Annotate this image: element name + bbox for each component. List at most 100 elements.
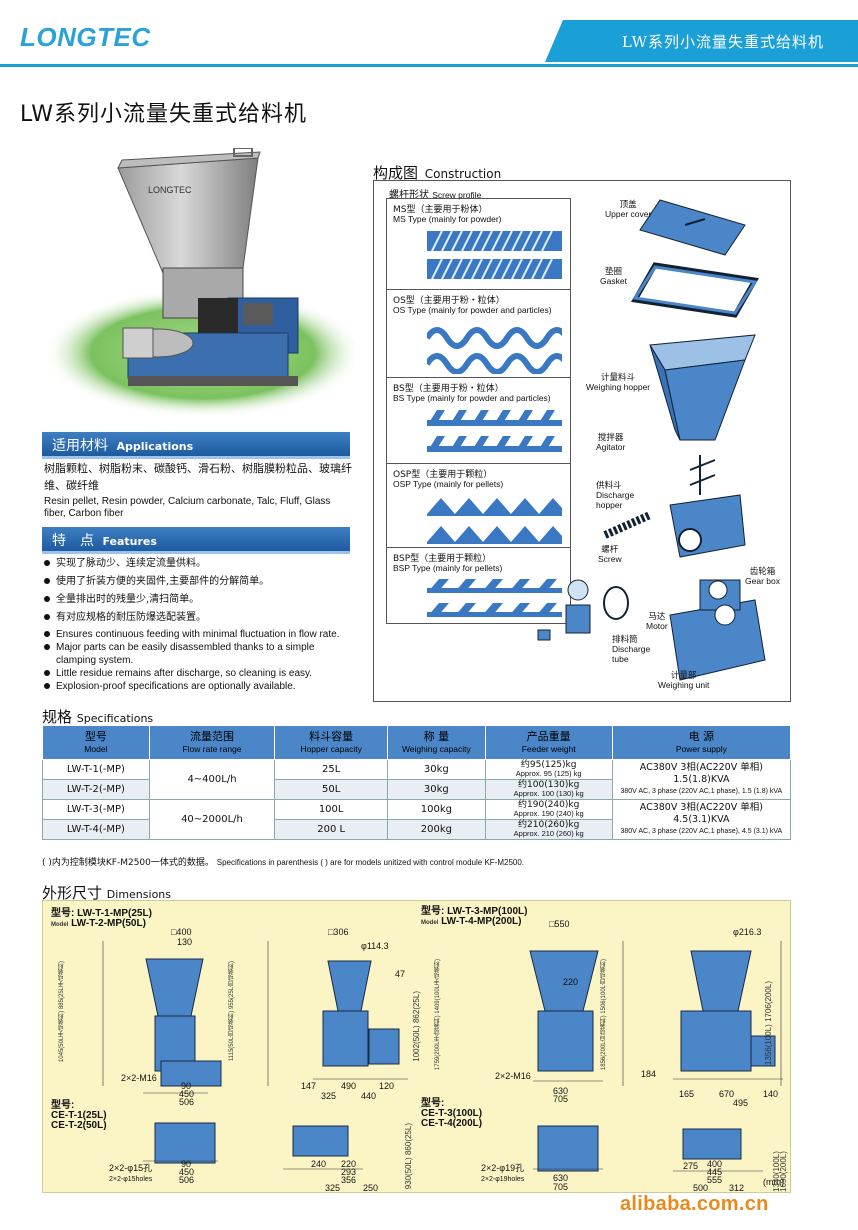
spec-note: ( )内为控制模块KF-M2500一体式的数据。 Specifications … [42,855,524,868]
specifications-title-en: Specifications [76,712,154,725]
dim-label: □400 [171,927,192,937]
cell-hopper: 50L [274,779,389,800]
dim-label: 450 [179,1167,195,1177]
cell-weighing: 30kg [387,759,486,780]
screw-label-cn: BS型（主要用于粉・粒体） [393,384,504,394]
dim-label: 120 [379,1081,395,1091]
applications-title-cn: 适用材料 [52,438,108,454]
screw-bsp-graphic [427,579,562,617]
dim-label: 500 [693,1183,709,1193]
features-title-cn: 特 点 [52,533,94,549]
screw-title-en: Screw profile [432,190,482,200]
screw-title-cn: 螺杆形状 [389,190,429,201]
screw-osp-graphic [427,498,562,544]
dim-label: 250 [363,1183,379,1193]
screw-item-osp: OSP型（主要用于颗粒） OSP Type (mainly for pellet… [387,463,570,547]
dimensions-title-en: Dimensions [106,888,171,901]
dim-label: 400 [707,1159,723,1169]
screw-item-bs: BS型（主要用于粉・粒体） BS Type (mainly for powder… [387,377,570,463]
dim-vertical-label: 1045(50L手动装料) 885(25L手动装料) [59,961,65,1063]
features-bar: 特 点 Features [42,527,350,554]
cell-flow: 40~2000L/h [148,799,276,840]
watermark: alibaba.com.cn [620,1193,769,1215]
dim-vertical-label: 930(50L) 860(25L) [404,1123,413,1190]
feature-item-en: Ensures continuous feeding with minimal … [44,628,354,641]
feature-item-cn: 有对应规格的耐压防爆选配装置。 [44,611,354,624]
dim-vertical-label: 1856(200L自动装料) 1506(100L自动装料) [601,959,607,1071]
feature-item-cn: 实现了脉动少、连续定流量供料。 [44,557,354,570]
applications-bar: 适用材料 Applications [42,432,350,459]
exploded-view-diagram [537,199,766,681]
screw-label-en: OSP Type (mainly for pellets) [393,479,504,489]
spec-note-cn: ( )内为控制模块KF-M2500一体式的数据。 [42,858,214,868]
spec-note-en: Specifications in parenthesis ( ) are fo… [216,858,525,867]
cell-weighing: 200kg [387,819,486,840]
dimensions-title-cn: 外形尺寸 [42,884,103,902]
specifications-title: 规格 Specifications [42,706,153,727]
feature-item-en: Little residue remains after discharge, … [44,667,354,680]
dim-label: 506 [179,1097,195,1107]
dim-label: 440 [361,1091,377,1101]
photo-brand-label: LONGTEC [148,185,192,195]
machine-photo: LONGTEC [43,148,356,418]
cell-model: LW-T-1(-MP) [42,759,150,780]
cell-model: LW-T-4(-MP) [42,819,150,840]
screw-label-en: BSP Type (mainly for pellets) [393,563,503,573]
series-label: LW系列小流量失重式给料机 [621,33,824,51]
dim-vertical-label: 1356(100L) 1706(200L) [764,981,773,1066]
dim-label: 705 [553,1094,569,1104]
screw-label-en: BS Type (mainly for powder and particles… [393,393,551,403]
features-title-en: Features [102,535,157,548]
construction-title-cn: 构成图 [373,164,419,182]
cell-hopper: 200 L [274,819,389,840]
dim-label: 275 [683,1161,699,1171]
dim-label: 240 [311,1159,327,1169]
screw-profile-title: 螺杆形状 Screw profile [389,186,481,201]
feature-item-en: Explosion-proof specifications are optio… [44,680,354,693]
table-row: LW-T-1(-MP) 4~400L/h 25L 30kg 约95(125)kg… [42,759,792,800]
dim-vertical-label: 1340(100L) 1690(200L) [772,1151,788,1192]
dimensions-title: 外形尺寸 Dimensions [42,882,171,903]
dim-label: 325 [321,1091,337,1101]
dim-group1-models: 型号: LW-T-1-MP(25L) Model LW-T-2-MP(50L) [51,908,152,929]
specifications-title-cn: 规格 [42,708,73,726]
dimensions-drawing [102,941,783,1172]
dim-ce2-models: 型号: CE-T-3(100L) CE-T-4(200L) [421,1098,483,1129]
cell-model: LW-T-3(-MP) [42,799,150,820]
series-band: LW系列小流量失重式给料机 [545,20,858,62]
dim-group2-models: 型号: LW-T-3-MP(100L) Model LW-T-4-MP(200L… [421,906,528,927]
dim-label: 670 [719,1089,735,1099]
dim-label: 490 [341,1081,357,1091]
table-row: LW-T-3(-MP) 40~2000L/h 100L 100kg 约190(2… [42,799,792,840]
dim-label: 184 [641,1069,657,1079]
dim-label: 140 [763,1089,779,1099]
construction-title-en: Construction [424,167,502,181]
dim-label: 495 [733,1098,749,1108]
brand-logo: LONGTEC [20,22,151,52]
screw-label-en: MS Type (mainly for powder) [393,214,502,224]
dim-label: 47 [395,969,406,979]
dim-label: 630 [553,1086,569,1096]
feature-item-cn: 全量排出时的残量少,清扫简单。 [44,593,354,606]
dim-label: □306 [328,927,349,937]
dim-label: 2×2-M16 [495,1071,531,1081]
screw-label-en: OS Type (mainly for powder and particles… [393,305,552,315]
